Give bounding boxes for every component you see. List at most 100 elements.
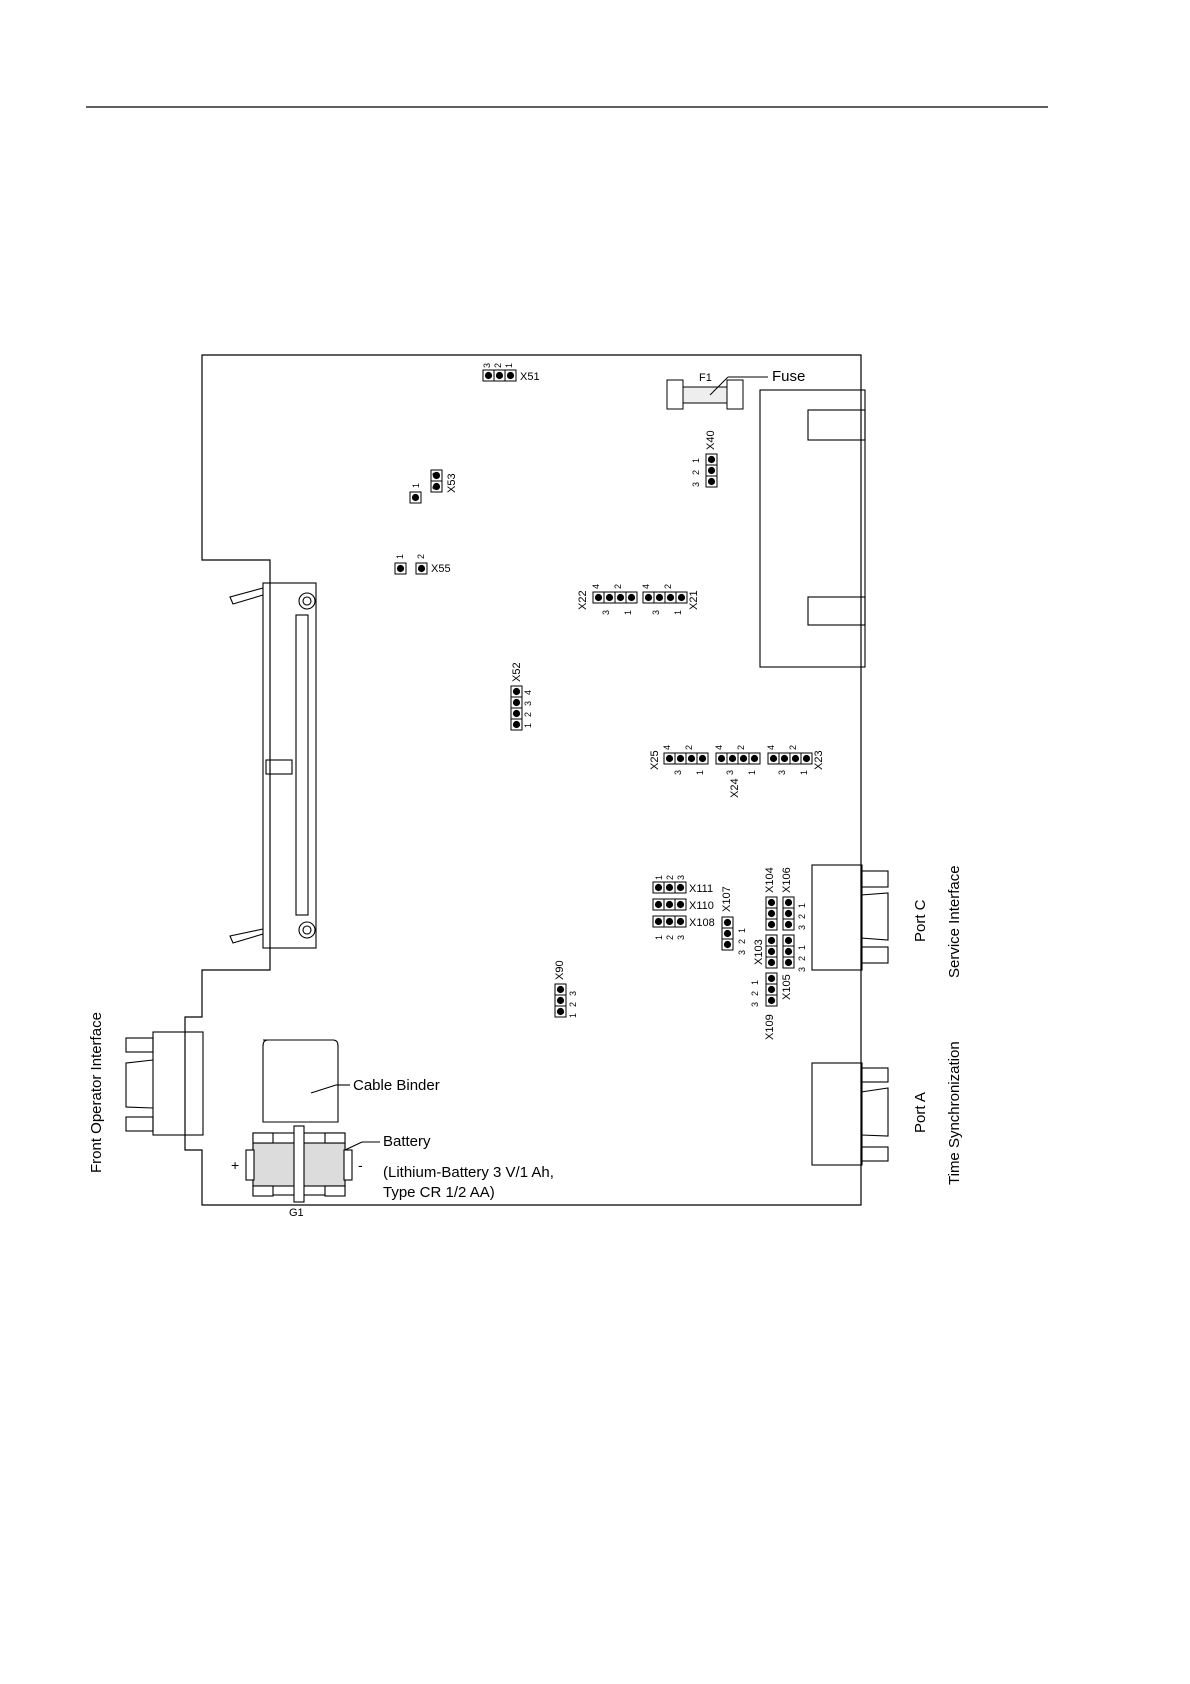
jumper-pin-dot <box>723 918 732 927</box>
jumper-pin-dot <box>432 471 441 480</box>
pin-number: 2 <box>750 991 760 996</box>
battery-plus: + <box>231 1157 239 1173</box>
jumper-pin-dot <box>767 958 776 967</box>
pin-number: 2 <box>493 363 503 368</box>
pin-number: 1 <box>747 770 757 775</box>
battery-minus: - <box>358 1157 363 1173</box>
jumper-pin-dot <box>698 754 707 763</box>
jumper-pin-dot <box>605 593 614 602</box>
front-connector <box>125 1031 204 1136</box>
x109-label: X109 <box>764 1014 776 1040</box>
pin-number: 3 <box>797 967 807 972</box>
time-sync-label: Time Synchronization <box>946 1041 963 1185</box>
jumper-pin-dot <box>495 371 504 380</box>
jumper-pin-dot <box>512 709 521 718</box>
jumper-pin-dot <box>728 754 737 763</box>
jumper-pin-dot <box>417 564 426 573</box>
jumper-pin-dot <box>687 754 696 763</box>
jumper-pin-dot <box>512 698 521 707</box>
g1-label: G1 <box>289 1207 304 1219</box>
board-outline <box>184 354 862 1206</box>
pin-number: 2 <box>691 470 701 475</box>
port-a-label: Port A <box>912 1092 929 1133</box>
fuse <box>666 376 768 410</box>
pin-number: 3 <box>482 363 492 368</box>
x23-label: X23 <box>813 750 825 770</box>
right-connector <box>759 389 866 668</box>
jumper-pin-dot <box>556 996 565 1005</box>
pin-number: 4 <box>662 745 672 750</box>
battery-spec-1: (Lithium-Battery 3 V/1 Ah, <box>383 1164 554 1181</box>
x108-label: X108 <box>689 917 715 929</box>
jumper-pin-dot <box>512 687 521 696</box>
jumper-pin-dot <box>506 371 515 380</box>
x21-label: X21 <box>688 590 700 610</box>
jumper-pin-dot <box>767 947 776 956</box>
jumper-pin-dot <box>665 900 674 909</box>
cable-binder-label: Cable Binder <box>353 1077 440 1094</box>
pin-number: 2 <box>431 485 441 490</box>
pin-number: 3 <box>676 875 686 880</box>
pin-number: 2 <box>684 745 694 750</box>
fuse-label: Fuse <box>772 368 805 385</box>
pin-number: 3 <box>523 701 533 706</box>
pin-number: 1 <box>411 483 421 488</box>
pin-number: 1 <box>568 1013 578 1018</box>
jumper-pin-dot <box>784 909 793 918</box>
edge-connector <box>229 582 317 949</box>
pin-number: 1 <box>799 770 809 775</box>
pin-number: 1 <box>504 363 514 368</box>
pin-number: 2 <box>665 875 675 880</box>
x106-label: X106 <box>781 867 793 893</box>
jumper-pin-dot <box>739 754 748 763</box>
pin-number: 1 <box>797 903 807 908</box>
pin-number: 3 <box>797 925 807 930</box>
pin-number: 3 <box>568 991 578 996</box>
jumper-pin-dot <box>411 493 420 502</box>
jumper-pin-dot <box>767 936 776 945</box>
jumper-pin-dot <box>654 900 663 909</box>
jumper-pin-dot <box>750 754 759 763</box>
jumper-pin-dot <box>784 947 793 956</box>
x53-label: X53 <box>446 473 458 493</box>
pin-number: 4 <box>641 584 651 589</box>
jumper-pin-dot <box>676 917 685 926</box>
jumper-pin-dot <box>784 898 793 907</box>
x105-label: X105 <box>781 974 793 1000</box>
jumper-pin-dot <box>666 593 675 602</box>
pin-number: 3 <box>691 482 701 487</box>
jumper-pin-dot <box>767 996 776 1005</box>
x55-label: X55 <box>431 563 451 575</box>
pin-number: 2 <box>736 745 746 750</box>
pin-number: 3 <box>673 770 683 775</box>
jumper-pin-dot <box>654 883 663 892</box>
jumper-pin-dot <box>707 455 716 464</box>
x104-label: X104 <box>764 867 776 893</box>
pin-number: 3 <box>651 610 661 615</box>
jumper-pin-dot <box>627 593 636 602</box>
jumper-pin-dot <box>802 754 811 763</box>
pin-number: 4 <box>523 690 533 695</box>
jumper-pin-dot <box>717 754 726 763</box>
jumper-pin-dot <box>676 900 685 909</box>
pin-number: 2 <box>416 554 426 559</box>
jumper-pin-dot <box>556 1007 565 1016</box>
jumper-pin-dot <box>767 920 776 929</box>
jumper-pin-dot <box>767 985 776 994</box>
jumper-pin-dot <box>723 929 732 938</box>
pin-number: 3 <box>737 950 747 955</box>
pin-number: 3 <box>676 935 686 940</box>
pin-number: 2 <box>613 584 623 589</box>
pin-number: 1 <box>750 980 760 985</box>
pin-number: 2 <box>797 956 807 961</box>
x40-label: X40 <box>705 430 717 450</box>
jumper-pin-dot <box>654 917 663 926</box>
f1-label: F1 <box>699 372 712 384</box>
jumper-pin-dot <box>767 898 776 907</box>
pin-number: 2 <box>797 914 807 919</box>
jumper-pin-dot <box>780 754 789 763</box>
pin-number: 1 <box>654 875 664 880</box>
battery-spec-2: Type CR 1/2 AA) <box>383 1184 495 1201</box>
